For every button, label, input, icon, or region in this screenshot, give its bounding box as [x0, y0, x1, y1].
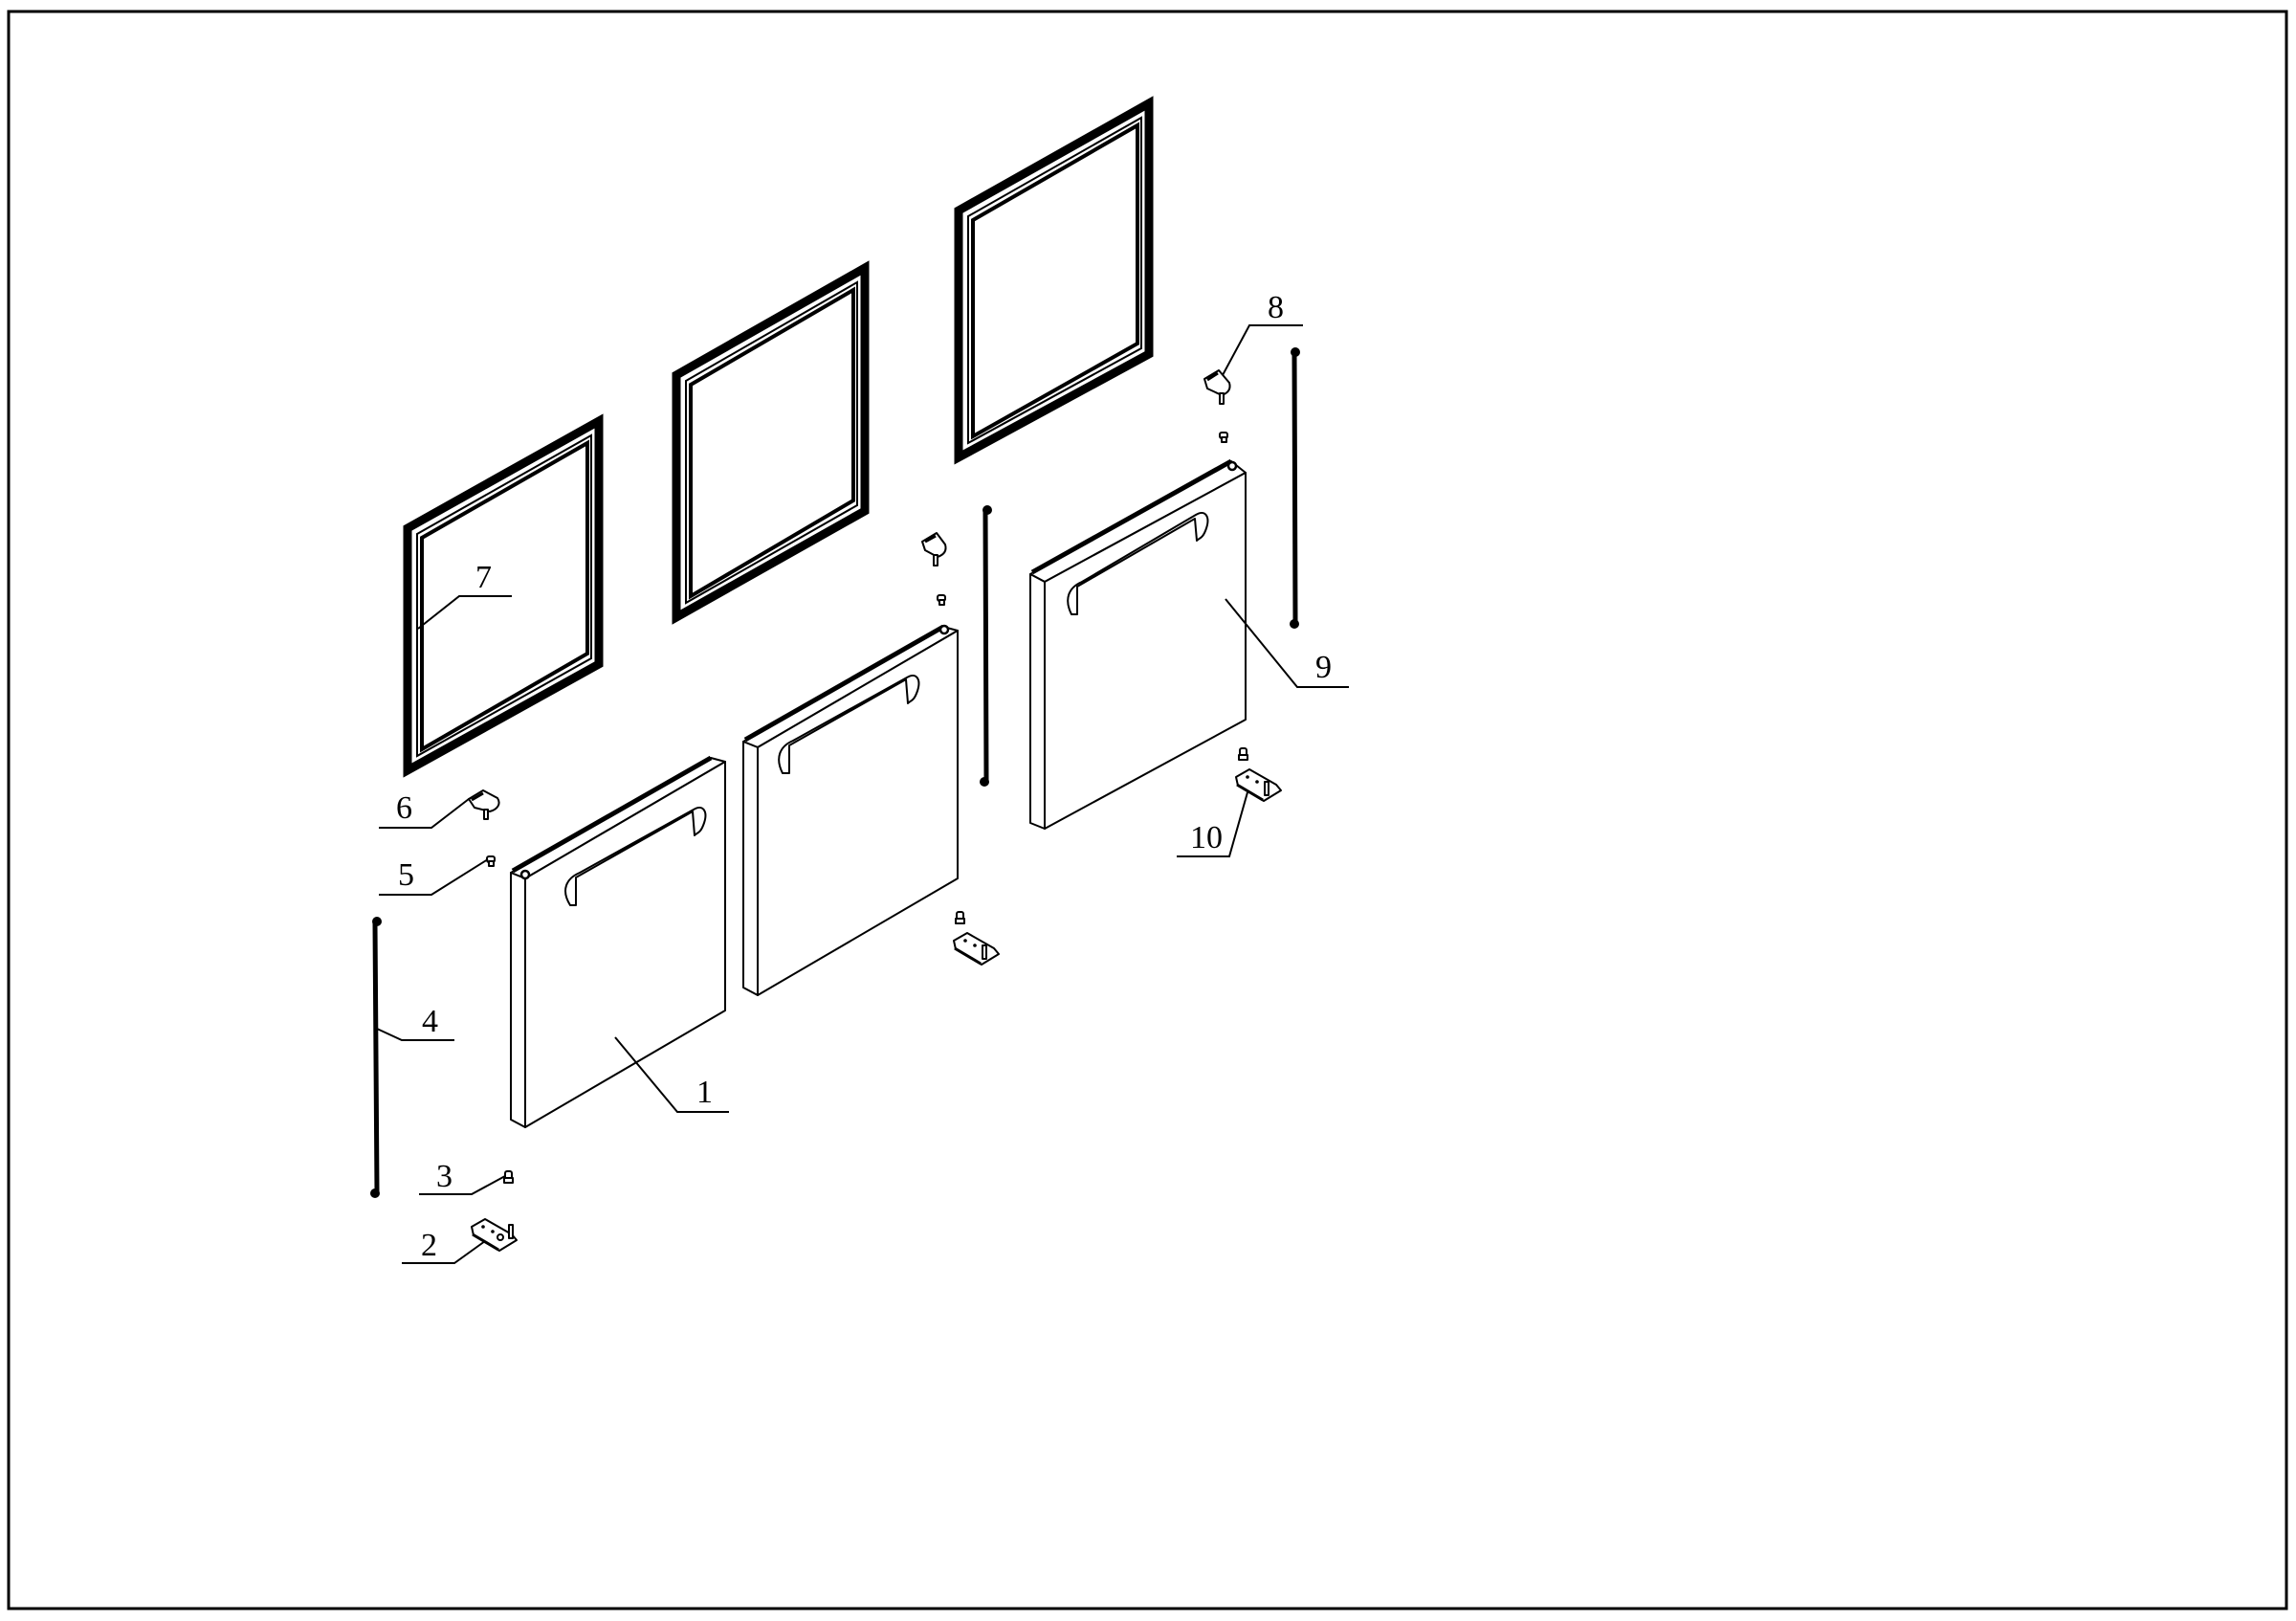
bottom-bushing-left	[503, 1170, 514, 1184]
callout-label-4: 4	[422, 1004, 438, 1039]
bottom-bushing-middle	[955, 911, 965, 924]
door-middle-pivot-hole	[938, 624, 950, 635]
rod-right	[1290, 347, 1300, 629]
door-middle	[742, 624, 959, 996]
callout-label-9: 9	[1315, 650, 1332, 685]
rod-left	[370, 917, 382, 1198]
callout-2: 2	[402, 1228, 486, 1264]
callout-label-3: 3	[436, 1159, 453, 1194]
callout-1: 1	[614, 1036, 729, 1113]
callout-5: 5	[379, 857, 489, 896]
gasket-left	[403, 413, 604, 778]
door-middle-handle	[778, 674, 920, 774]
top-bushing-left	[486, 855, 496, 867]
door-right-handle	[1067, 511, 1209, 615]
rod-middle	[980, 505, 992, 787]
callout-label-6: 6	[396, 790, 412, 826]
bottom-hinge-right	[1235, 768, 1282, 802]
top-hinge-middle	[921, 532, 947, 566]
sheet-border	[7, 10, 2288, 1610]
callout-7: 7	[417, 560, 512, 630]
top-hinge-left	[468, 789, 500, 820]
callout-label-7: 7	[475, 560, 492, 595]
door-left-pivot-hole	[519, 869, 531, 880]
top-bushing-right	[1219, 432, 1228, 443]
callout-label-5: 5	[398, 857, 414, 893]
bottom-bushing-right	[1238, 747, 1248, 761]
bottom-hinge-middle	[953, 932, 1000, 966]
callout-10: 10	[1177, 791, 1248, 857]
callout-3: 3	[419, 1159, 506, 1195]
bottom-hinge-left	[471, 1218, 518, 1252]
callout-label-2: 2	[421, 1228, 437, 1263]
top-bushing-middle	[937, 594, 946, 606]
callout-6: 6	[379, 790, 470, 829]
callout-4: 4	[376, 1004, 454, 1041]
top-hinge-right	[1203, 369, 1231, 405]
door-left-handle	[564, 806, 707, 906]
callout-label-1: 1	[696, 1075, 713, 1110]
gasket-right	[954, 96, 1154, 465]
door-left	[510, 755, 726, 1128]
door-right	[1029, 458, 1247, 830]
callout-label-8: 8	[1268, 290, 1284, 325]
door-right-pivot-hole	[1226, 460, 1238, 472]
callout-label-10: 10	[1190, 820, 1223, 855]
callout-8: 8	[1222, 290, 1303, 376]
gasket-middle	[672, 260, 870, 625]
callout-9: 9	[1225, 598, 1349, 688]
